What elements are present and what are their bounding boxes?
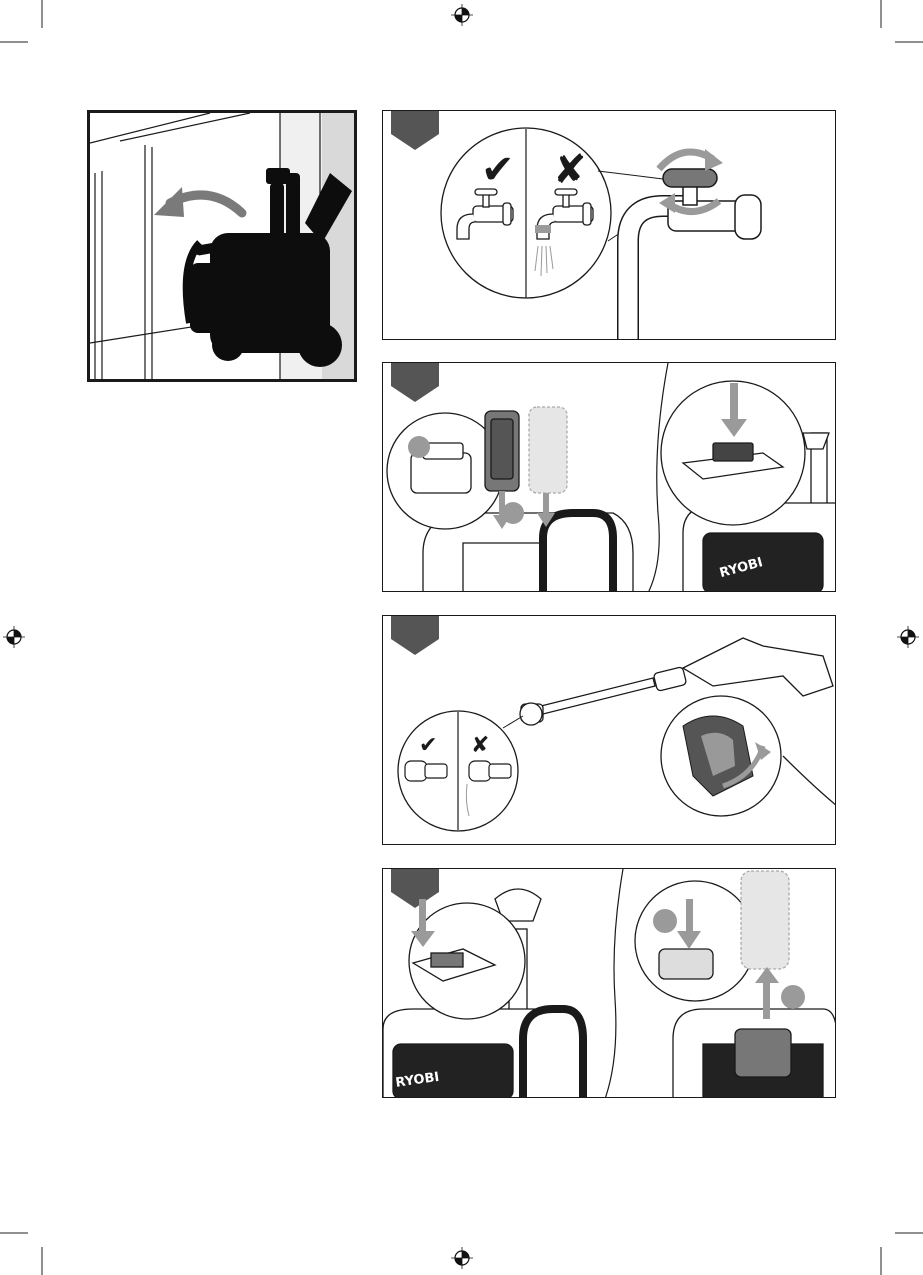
registration-target-icon (451, 4, 473, 26)
registration-target-icon (3, 626, 25, 648)
check-mark-icon: ✔ (481, 147, 515, 193)
check-mark-icon: ✔ (419, 733, 437, 758)
step-1-panel: ✔ ✘ (382, 110, 836, 340)
spray-gun-illustration: ✔ ✘ (383, 616, 836, 845)
battery-remove-illustration: RYOBI (383, 869, 836, 1098)
cross-mark-icon: ✘ (553, 147, 587, 193)
faucet-illustration: ✔ ✘ (383, 111, 836, 340)
registration-target-icon (451, 1247, 473, 1269)
battery-insert-illustration: RYOBI (383, 363, 836, 592)
step-4-panel: RYOBI (382, 868, 836, 1098)
step-3-panel: ✔ ✘ (382, 615, 836, 845)
cross-mark-icon: ✘ (471, 733, 489, 758)
registration-target-icon (897, 626, 919, 648)
wall-storage-panel (87, 110, 357, 382)
step-2-panel: RYOBI (382, 362, 836, 592)
wall-storage-illustration (90, 113, 354, 379)
